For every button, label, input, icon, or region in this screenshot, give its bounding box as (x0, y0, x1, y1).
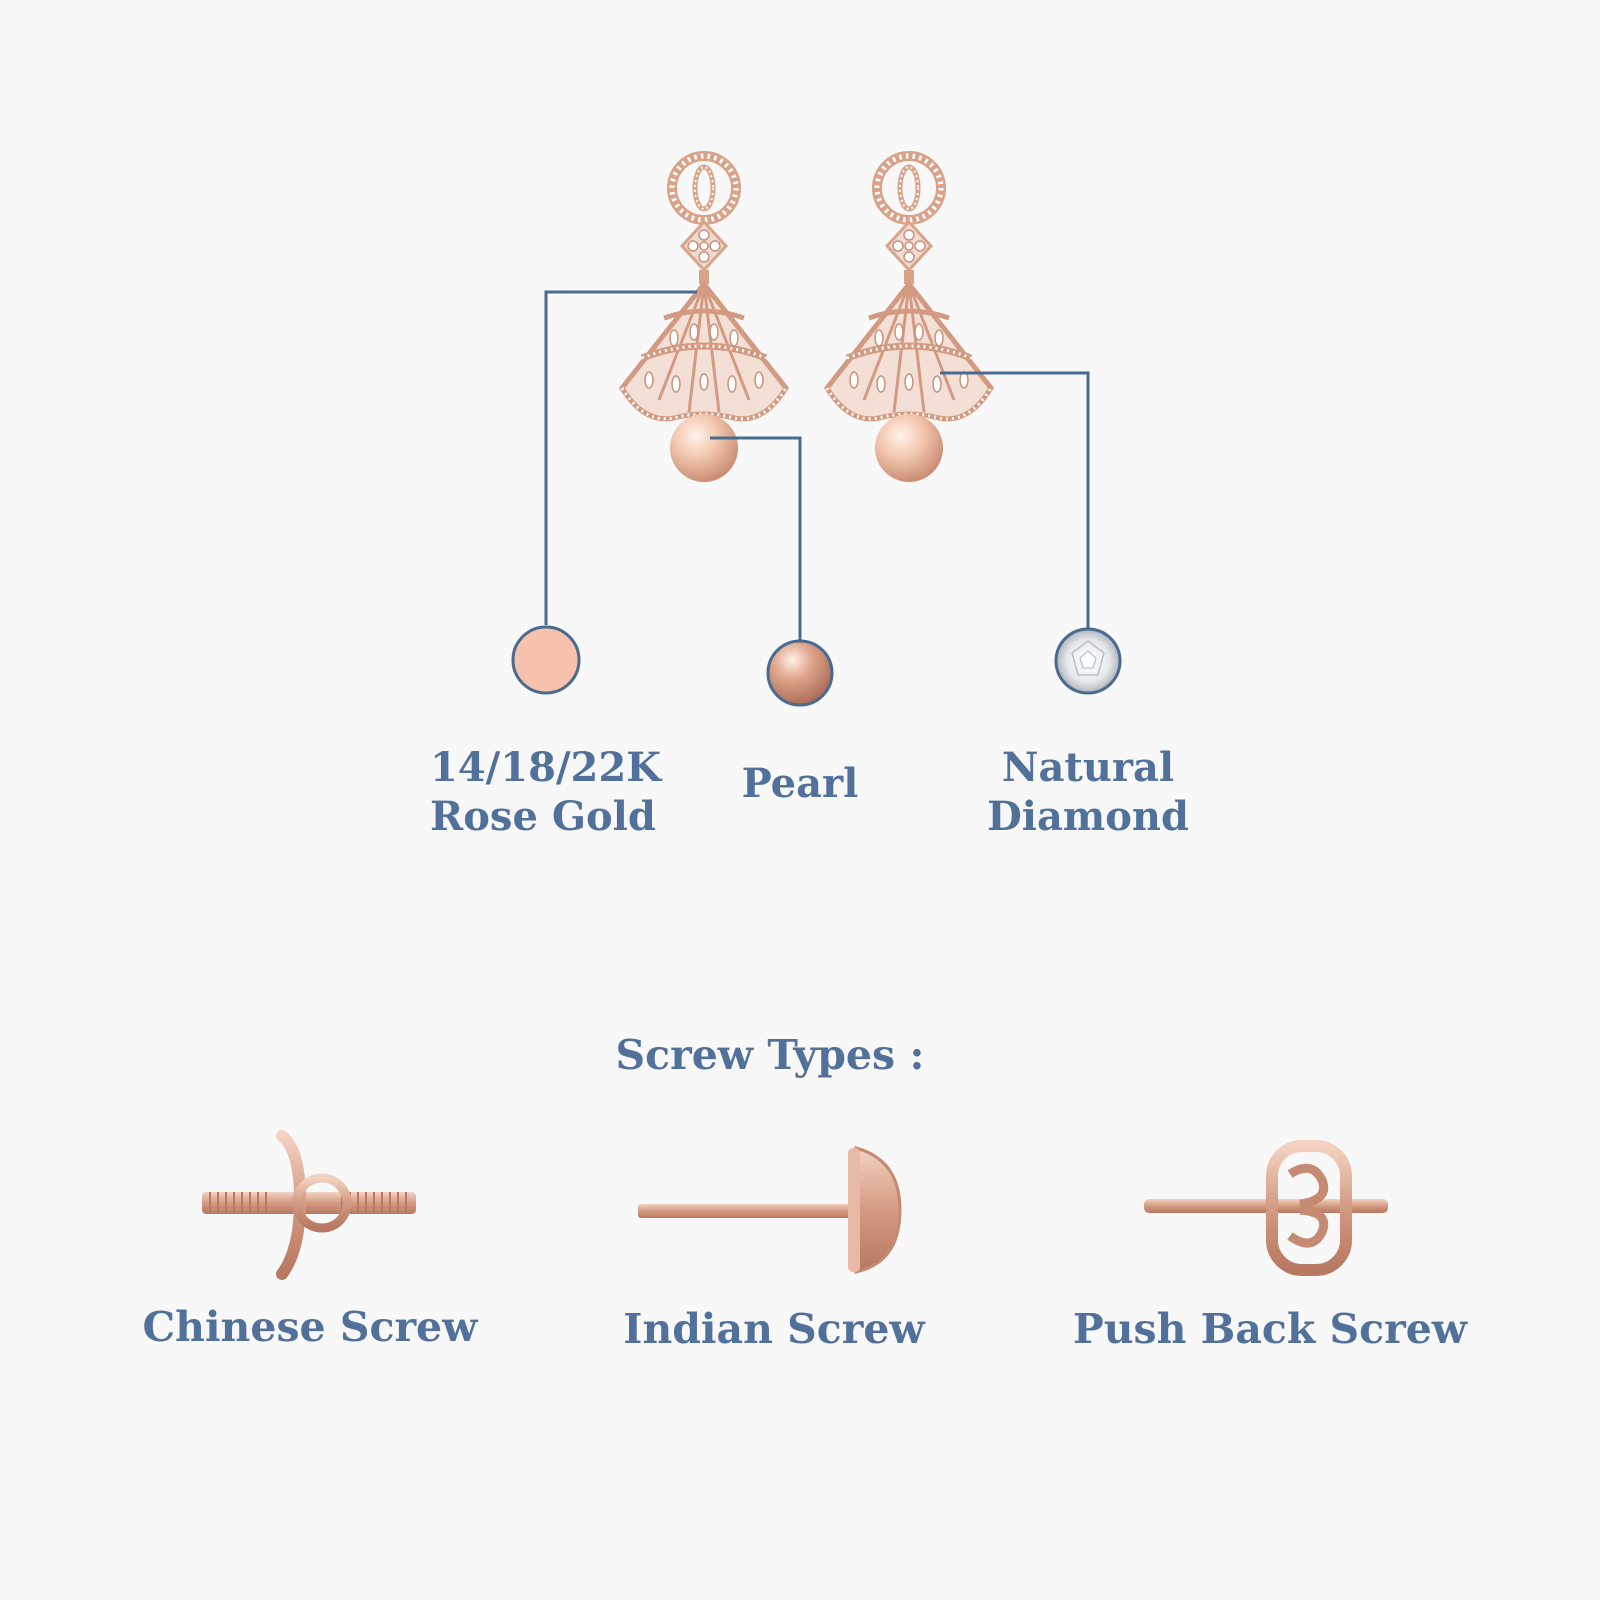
rose-gold-swatch-icon (511, 625, 581, 695)
rose-gold-label-line1: 14/18/22K (430, 744, 661, 791)
diamond-label-line1: Natural (1001, 744, 1175, 791)
rose-gold-callout-line (544, 290, 697, 625)
rose-gold-label: 14/18/22K Rose Gold (430, 744, 661, 842)
indian-screw-label: Indian Screw (623, 1305, 925, 1353)
right-earring-image (827, 156, 991, 482)
pearl-label-text: Pearl (741, 760, 859, 807)
pearl-icon (766, 639, 834, 707)
chinese-screw-icon (202, 1130, 416, 1280)
diamond-icon (1054, 627, 1122, 695)
left-earring-image (622, 156, 786, 482)
indian-screw-icon (638, 1146, 902, 1274)
diamond-label-line2: Diamond (987, 792, 1189, 840)
pearl-callout-line (710, 436, 802, 642)
push-back-screw-icon (1144, 1140, 1388, 1276)
screw-types-heading: Screw Types : (615, 1031, 925, 1079)
push-back-screw-label: Push Back Screw (1072, 1305, 1468, 1353)
diamond-callout-line (940, 371, 1090, 629)
rose-gold-label-line2: Rose Gold (430, 792, 656, 840)
pearl-label: Pearl (700, 760, 900, 809)
chinese-screw-label: Chinese Screw (142, 1303, 478, 1351)
diamond-label: Natural Diamond (968, 744, 1208, 842)
